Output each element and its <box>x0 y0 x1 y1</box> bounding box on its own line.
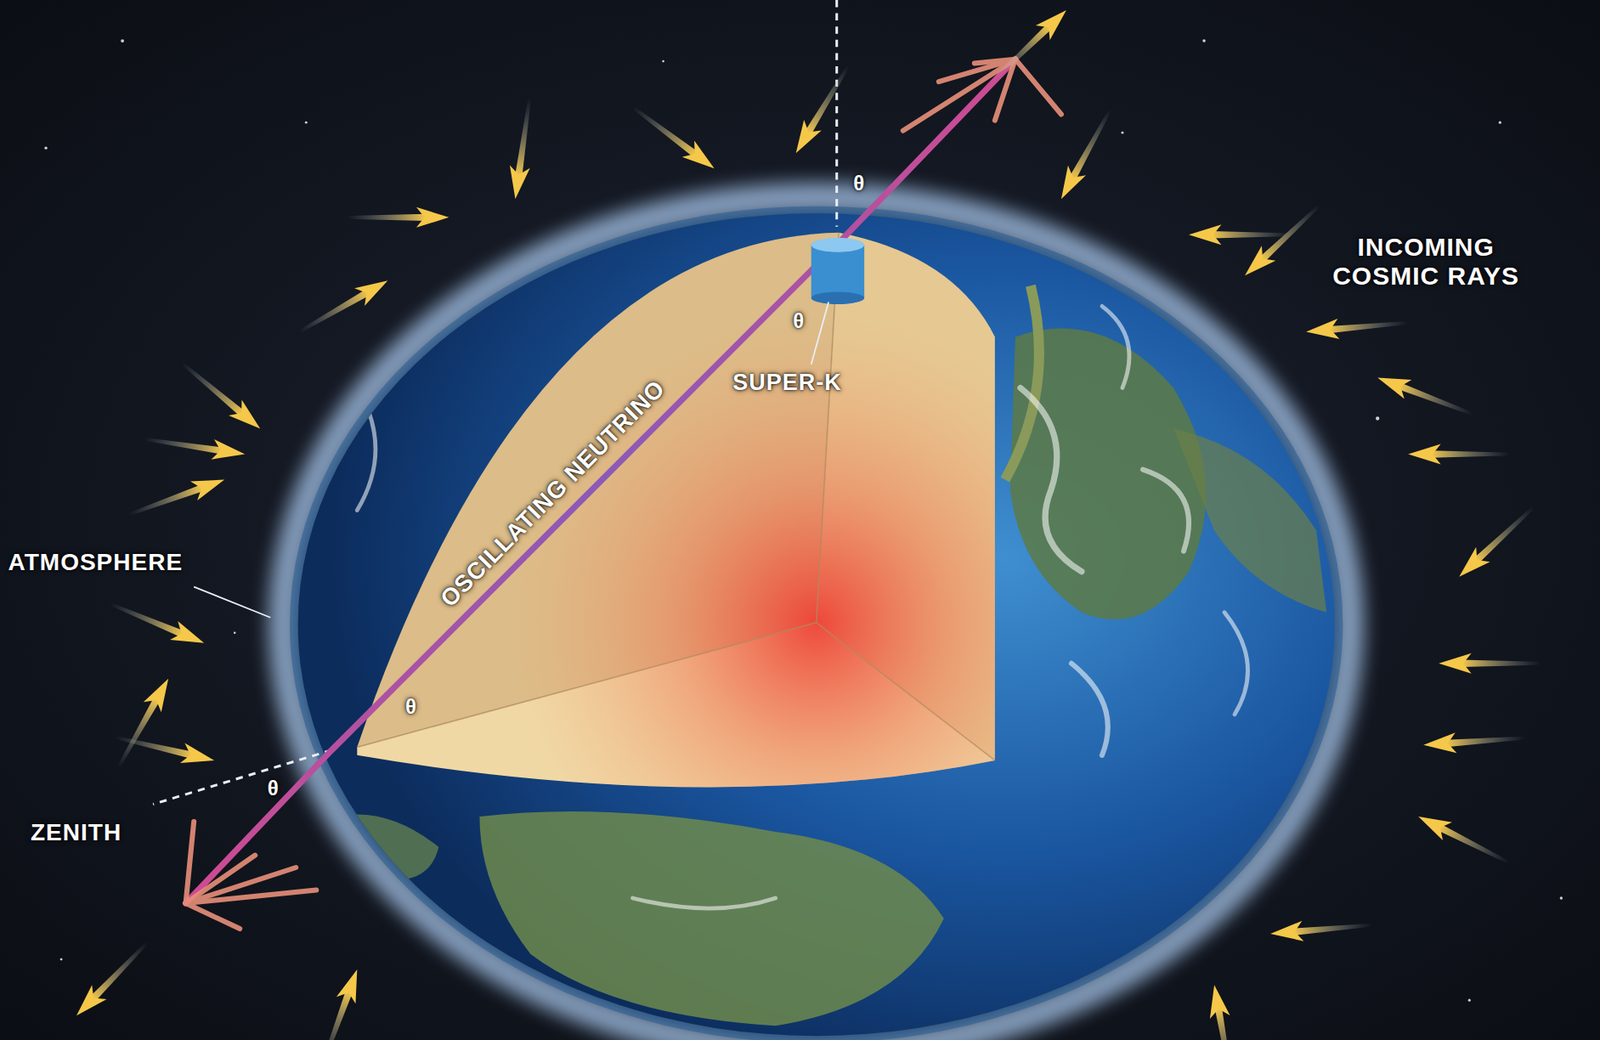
zenith-label: ZENITH <box>30 819 122 847</box>
atmosphere-label: ATMOSPHERE <box>8 548 184 577</box>
angle-symbol: θ <box>792 309 805 334</box>
neutrino-label: OSCILLATING NEUTRINO <box>435 374 671 613</box>
angle-symbol: θ <box>267 776 280 801</box>
detector-label: SUPER-K <box>732 369 843 396</box>
angle-symbol: θ <box>405 695 418 719</box>
angle-symbol: θ <box>853 171 866 196</box>
cosmic-ray-label: INCOMING COSMIC RAYS <box>1311 232 1541 292</box>
